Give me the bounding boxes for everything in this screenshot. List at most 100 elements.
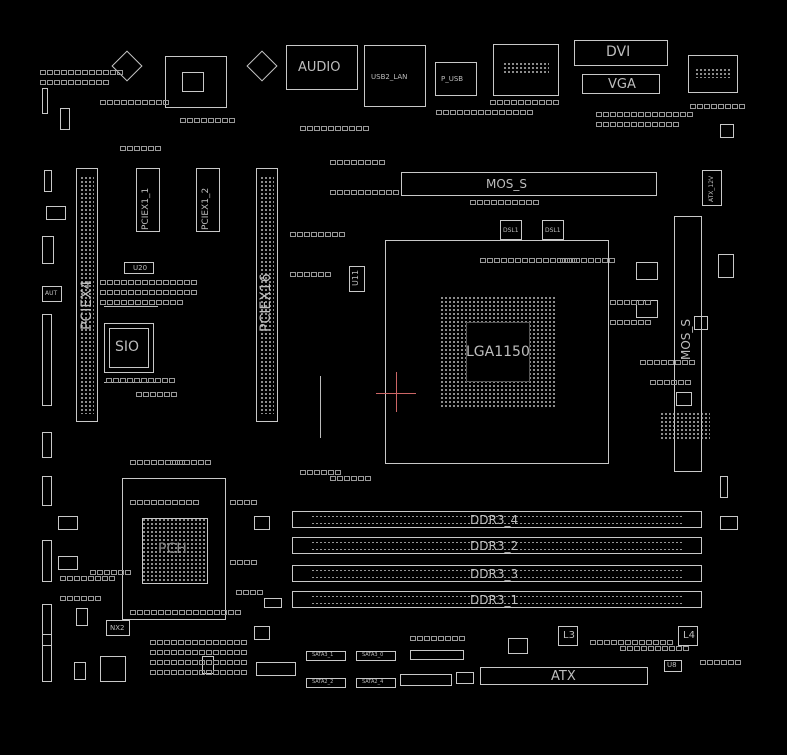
smd-part	[669, 646, 675, 651]
smd-part	[590, 640, 596, 645]
smd-part	[595, 258, 601, 263]
left-header-4	[42, 314, 52, 406]
pciex4-pins	[80, 176, 94, 414]
smd-part	[157, 640, 163, 645]
smd-part	[457, 110, 463, 115]
smd-part	[184, 460, 190, 465]
smd-part	[685, 380, 691, 385]
smd-part	[617, 320, 623, 325]
smd-part	[671, 380, 677, 385]
smd-part	[47, 70, 53, 75]
smd-part	[624, 320, 630, 325]
aut-label: AUT	[45, 290, 58, 297]
smd-part	[725, 104, 731, 109]
smd-part	[47, 80, 53, 85]
smd-part	[358, 160, 364, 165]
smd-part	[417, 636, 423, 641]
smd-part	[718, 104, 724, 109]
smd-part	[54, 80, 60, 85]
smd-part	[664, 380, 670, 385]
smd-part	[127, 146, 133, 151]
smd-part	[120, 378, 126, 383]
smd-part	[603, 122, 609, 127]
smd-part	[143, 392, 149, 397]
smd-part	[505, 200, 511, 205]
sata3-0-label: SATA3_0	[362, 652, 384, 658]
smd-part	[74, 596, 80, 601]
smd-part	[157, 392, 163, 397]
smd-part	[193, 500, 199, 505]
smd-part	[141, 146, 147, 151]
right-vrm-label: MOS_S	[679, 318, 693, 360]
smd-part	[136, 392, 142, 397]
smd-part	[100, 290, 106, 295]
smd-part	[149, 100, 155, 105]
smd-part	[335, 470, 341, 475]
smd-part	[250, 590, 256, 595]
smd-part	[654, 360, 660, 365]
smd-part	[318, 272, 324, 277]
smd-part	[732, 104, 738, 109]
smd-part	[647, 360, 653, 365]
smd-part	[683, 646, 689, 651]
smd-part	[641, 646, 647, 651]
smd-part	[351, 476, 357, 481]
smd-part	[634, 646, 640, 651]
smd-part	[470, 200, 476, 205]
smd-part	[344, 160, 350, 165]
smd-part	[491, 200, 497, 205]
smd-part	[617, 112, 623, 117]
usb-lan-label: USB2_LAN	[371, 73, 408, 81]
smd-part	[163, 300, 169, 305]
pciex1-2-label: PCIEX1_2	[201, 187, 211, 230]
smd-part	[624, 300, 630, 305]
smd-part	[156, 290, 162, 295]
smd-part	[206, 670, 212, 675]
smd-part	[553, 100, 559, 105]
smd-part	[645, 112, 651, 117]
smd-part	[201, 118, 207, 123]
smd-part	[144, 460, 150, 465]
smd-part	[191, 460, 197, 465]
left-header-8	[42, 604, 52, 646]
smd-part	[107, 290, 113, 295]
smd-part	[40, 70, 46, 75]
smd-part	[191, 290, 197, 295]
right-chip-4	[676, 392, 692, 406]
smd-part	[96, 80, 102, 85]
smd-part	[215, 118, 221, 123]
ddr3-2-label: DDR3_2	[470, 539, 519, 553]
smd-part	[149, 290, 155, 295]
smd-part	[169, 378, 175, 383]
smd-part	[137, 500, 143, 505]
smd-part	[100, 100, 106, 105]
atx12v-label: ATX_12V	[708, 175, 715, 202]
smd-part	[652, 122, 658, 127]
smd-part	[527, 110, 533, 115]
smd-part	[543, 258, 549, 263]
smd-part	[177, 280, 183, 285]
smd-part	[227, 640, 233, 645]
smd-part	[199, 650, 205, 655]
smd-part	[325, 232, 331, 237]
ddr3-3-slot	[292, 565, 702, 582]
smd-part	[142, 100, 148, 105]
smd-part	[443, 110, 449, 115]
smd-part	[236, 590, 242, 595]
aut-chip	[42, 286, 62, 302]
smd-part	[155, 146, 161, 151]
smd-part	[498, 200, 504, 205]
smd-part	[244, 560, 250, 565]
smd-part	[149, 300, 155, 305]
smd-part	[648, 646, 654, 651]
smd-part	[638, 122, 644, 127]
smd-part	[687, 112, 693, 117]
smd-part	[655, 646, 661, 651]
smd-part	[170, 280, 176, 285]
smd-part	[330, 476, 336, 481]
smd-part	[304, 232, 310, 237]
pch-die-border	[142, 518, 208, 584]
smd-part	[714, 660, 720, 665]
smd-part	[142, 300, 148, 305]
smd-part	[325, 272, 331, 277]
